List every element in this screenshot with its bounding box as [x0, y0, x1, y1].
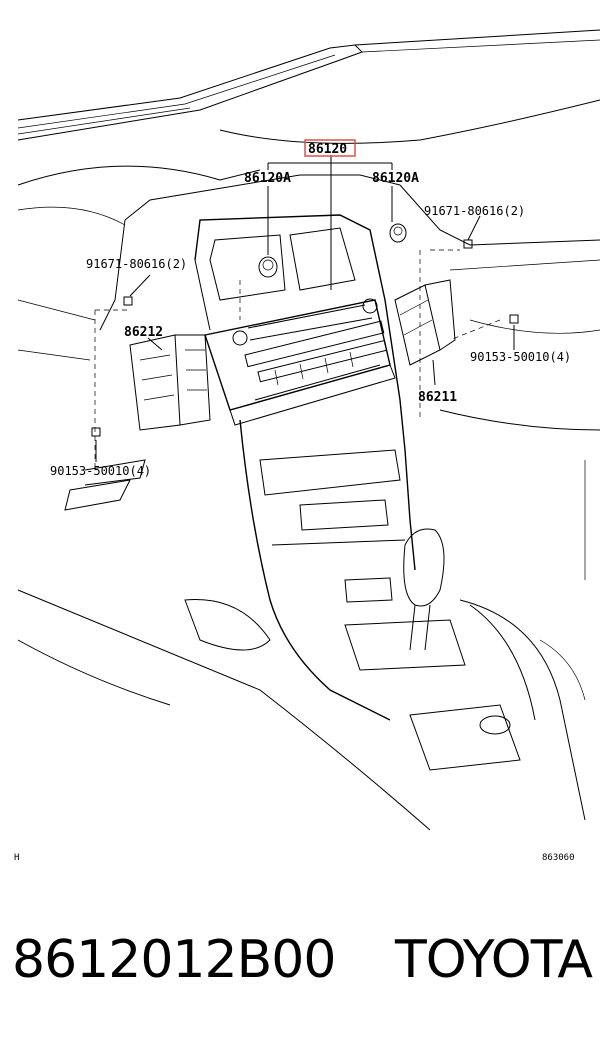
- label-screw-left: 91671-80616(2): [86, 257, 187, 271]
- label-bracket-right: 86211: [418, 390, 457, 405]
- dashboard-outline: [17, 99, 600, 431]
- leader-lines: [95, 155, 515, 462]
- label-sub-left: 86120A: [244, 171, 291, 186]
- center-console: [194, 214, 416, 721]
- left-bracket: [129, 334, 211, 431]
- caption-footer: 8612012B00 TOYOTA: [12, 930, 593, 1020]
- corner-right-code: 863060: [542, 853, 575, 863]
- parts-diagram: 86120 86120A 86120A 91671-80616(2) 91671…: [14, 29, 600, 863]
- brand-name: TOYOTA: [395, 930, 593, 990]
- main-part-highlight: [304, 139, 356, 157]
- part-number: 8612012B00: [12, 930, 336, 990]
- dashboard-top-lines: [17, 29, 600, 141]
- label-sub-right: 86120A: [372, 171, 419, 186]
- label-screw-right: 91671-80616(2): [424, 204, 525, 218]
- shift-lever: [344, 528, 521, 771]
- head-unit: [204, 298, 396, 426]
- lower-body: [17, 459, 586, 831]
- corner-left-code: H: [14, 853, 19, 863]
- fasteners: [91, 239, 519, 437]
- right-bracket: [394, 279, 456, 366]
- dashed-guides: [94, 249, 501, 470]
- label-bracket-left: 86212: [124, 325, 163, 340]
- knob-caps: [258, 223, 407, 278]
- label-bolt-right: 90153-50010(4): [470, 350, 571, 364]
- label-main-part: 86120: [308, 142, 347, 157]
- label-bolt-left: 90153-50010(4): [50, 464, 151, 478]
